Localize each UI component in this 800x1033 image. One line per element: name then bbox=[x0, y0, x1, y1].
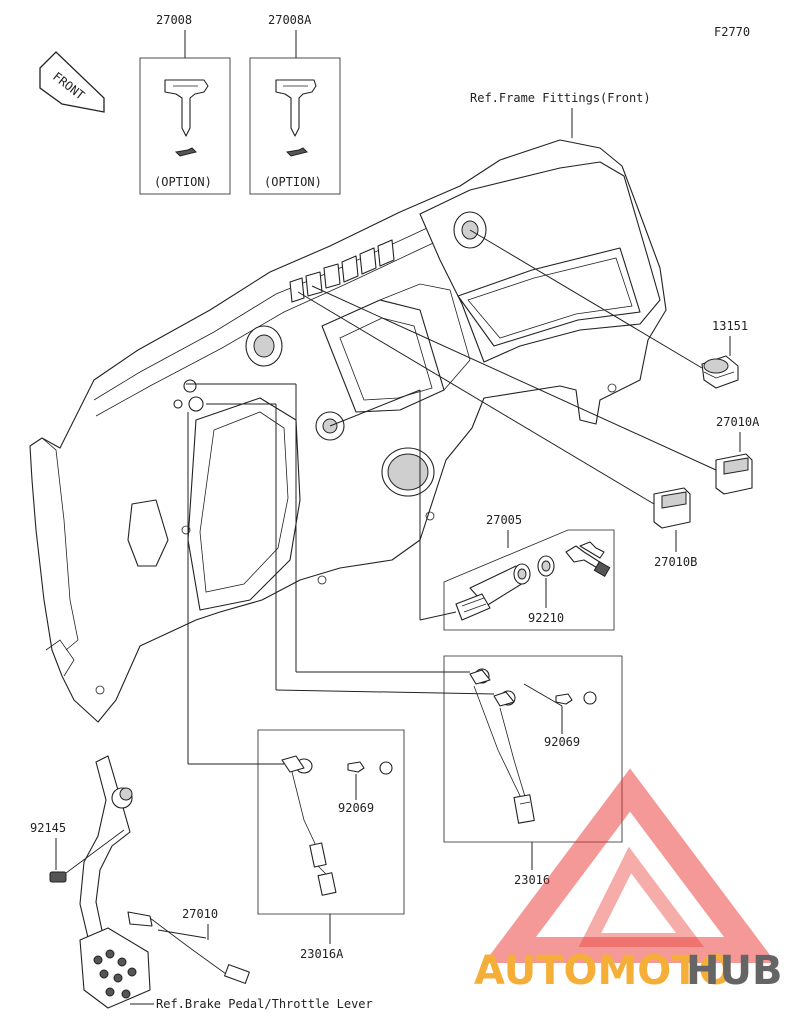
part-13151: 13151 bbox=[712, 319, 748, 333]
front-arrow-icon: FRONT bbox=[39, 51, 105, 113]
switch-slots bbox=[289, 239, 395, 303]
switch-27010A bbox=[715, 453, 753, 495]
cap-92069 bbox=[347, 761, 393, 775]
watermark-text-hub: HUB bbox=[686, 948, 782, 994]
dashboard-panel bbox=[29, 139, 667, 723]
watermark-text-automoto: AUTOMOTO bbox=[474, 948, 733, 994]
key-box-27008A: 27008A (OPTION) bbox=[249, 13, 341, 195]
clip-92145 bbox=[49, 871, 67, 883]
ignition-keys bbox=[565, 541, 611, 578]
key-part-number: 27008A bbox=[268, 13, 312, 27]
automotohub-watermark: AUTOMOTO HUB bbox=[474, 768, 782, 994]
figure-code: F2770 bbox=[714, 25, 750, 39]
key-icon bbox=[164, 79, 209, 157]
ref-frame-fittings: Ref.Frame Fittings(Front) bbox=[470, 91, 651, 105]
key-option-note: (OPTION) bbox=[154, 175, 212, 189]
brake-pedal bbox=[61, 755, 151, 1009]
ignition-nut-92210 bbox=[537, 555, 555, 577]
key-part-number: 27008 bbox=[156, 13, 192, 27]
harness-23016A bbox=[281, 755, 337, 896]
part-27010A: 27010A bbox=[716, 415, 760, 429]
part-92069-a: 92069 bbox=[544, 735, 580, 749]
accessory-socket-13151 bbox=[701, 355, 739, 389]
watermark-logo-icon bbox=[484, 768, 776, 963]
key-icon bbox=[275, 79, 317, 157]
brake-switch-27010 bbox=[127, 911, 250, 984]
ref-brake-pedal: Ref.Brake Pedal/Throttle Lever bbox=[156, 997, 373, 1011]
part-27010B: 27010B bbox=[654, 555, 697, 569]
part-92210: 92210 bbox=[528, 611, 564, 625]
switch-27010B bbox=[653, 487, 691, 529]
key-option-note: (OPTION) bbox=[264, 175, 322, 189]
part-27010: 27010 bbox=[182, 907, 218, 921]
part-23016A: 23016A bbox=[300, 947, 344, 961]
cap-92069 bbox=[555, 691, 597, 705]
part-27005: 27005 bbox=[486, 513, 522, 527]
part-92145: 92145 bbox=[30, 821, 66, 835]
ignition-switch-27005 bbox=[455, 563, 531, 621]
part-92069-b: 92069 bbox=[338, 801, 374, 815]
harness-23016 bbox=[469, 668, 535, 824]
part-23016: 23016 bbox=[514, 873, 550, 887]
key-box-27008: 27008 (OPTION) bbox=[139, 13, 231, 195]
